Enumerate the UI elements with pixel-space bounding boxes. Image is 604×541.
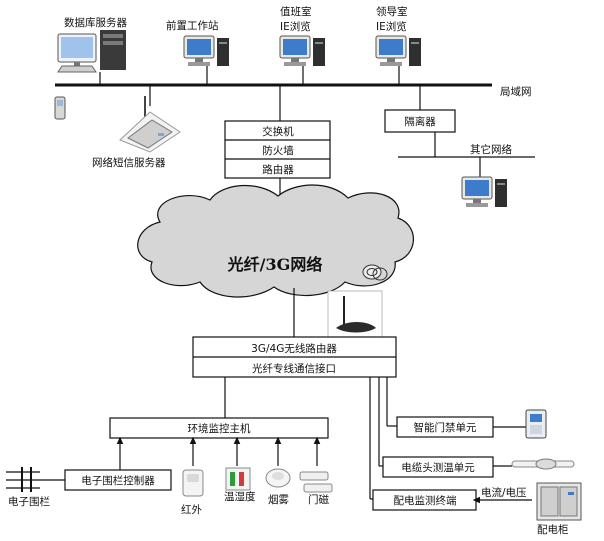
distribution-cabinet-icon (536, 482, 582, 521)
door-access-icon (525, 409, 547, 439)
fiber-interface-label: 光纤专线通信接口 (252, 362, 336, 375)
gateway-stack: 交换机 防火墙 路由器 (224, 120, 331, 179)
duty-room-label: 值班室 (280, 5, 312, 18)
temp-humidity-label: 温湿度 (224, 490, 256, 503)
sms-server-label: 网络短信服务器 (92, 156, 166, 169)
database-server-node: 数据库服务器 (57, 16, 127, 73)
front-workstation-node: 前置工作站 (166, 19, 230, 67)
env-host-box: 环境监控主机 (109, 417, 329, 439)
sms-modem-icon (119, 96, 181, 153)
router-stack: 3G/4G无线路由器 光纤专线通信接口 (192, 336, 397, 378)
database-server-icon (57, 30, 126, 73)
fence-controller-label: 电子围栏控制器 (81, 474, 155, 487)
distribution-monitor-unit: 配电监测终端 电流/电压 配电柜 (372, 482, 582, 536)
door-sensor-icon (299, 471, 333, 493)
computer-icon (461, 176, 508, 208)
door-magnet-sensor: 门磁 (299, 471, 333, 506)
cable-sensor-icon (511, 458, 575, 470)
duty-room-node: 值班室 IE浏览 (279, 5, 326, 67)
smoke-sensor: 烟雾 (265, 468, 291, 506)
thermometer-icon (225, 467, 251, 491)
fence-controller-box: 电子围栏控制器 (64, 469, 172, 491)
database-server-label: 数据库服务器 (64, 16, 127, 29)
temp-humidity-sensor: 温湿度 (224, 467, 256, 503)
duty-room-ie-label: IE浏览 (280, 20, 311, 33)
fiber-coil-icon (362, 264, 388, 281)
front-workstation-label: 前置工作站 (166, 19, 219, 32)
current-voltage-label: 电流/电压 (481, 486, 527, 499)
cable-temp-label: 电缆头测温单元 (401, 461, 475, 474)
router-label: 路由器 (262, 163, 294, 176)
distribution-monitor-label: 配电监测终端 (394, 494, 457, 507)
sms-server-node: 网络短信服务器 (92, 85, 181, 169)
access-control-label: 智能门禁单元 (414, 421, 477, 434)
smoke-detector-icon (265, 468, 291, 488)
computer-icon (375, 35, 422, 67)
infrared-sensor: 红外 (181, 469, 204, 516)
cabinet-label: 配电柜 (537, 523, 569, 536)
lan-label: 局域网 (500, 85, 532, 98)
fence-label: 电子围栏 (8, 495, 50, 508)
computer-icon (279, 35, 326, 67)
network-cloud: 光纤/3G网络 (137, 184, 414, 298)
door-magnet-label: 门磁 (308, 493, 329, 506)
smoke-label: 烟雾 (268, 493, 289, 506)
switch-label: 交换机 (262, 125, 294, 138)
cloud-label: 光纤/3G网络 (227, 255, 323, 274)
access-control-unit: 智能门禁单元 (396, 409, 547, 439)
fence-icon (6, 467, 40, 492)
wireless-router-label: 3G/4G无线路由器 (251, 342, 337, 355)
cable-temp-unit: 电缆头测温单元 (382, 456, 575, 478)
phone-icon (54, 96, 66, 120)
leader-room-label: 领导室 (376, 5, 408, 18)
leader-room-node: 领导室 IE浏览 (375, 5, 422, 67)
firewall-label: 防火墙 (262, 144, 294, 157)
wireless-router-icon (327, 290, 383, 338)
isolator-box: 隔离器 (384, 109, 456, 133)
other-network-label: 其它网络 (470, 143, 512, 156)
isolator-label: 隔离器 (404, 115, 436, 128)
leader-room-ie-label: IE浏览 (376, 20, 407, 33)
env-host-label: 环境监控主机 (188, 422, 251, 435)
infrared-sensor-icon (182, 469, 204, 497)
computer-icon (183, 35, 230, 67)
infrared-label: 红外 (181, 503, 202, 516)
